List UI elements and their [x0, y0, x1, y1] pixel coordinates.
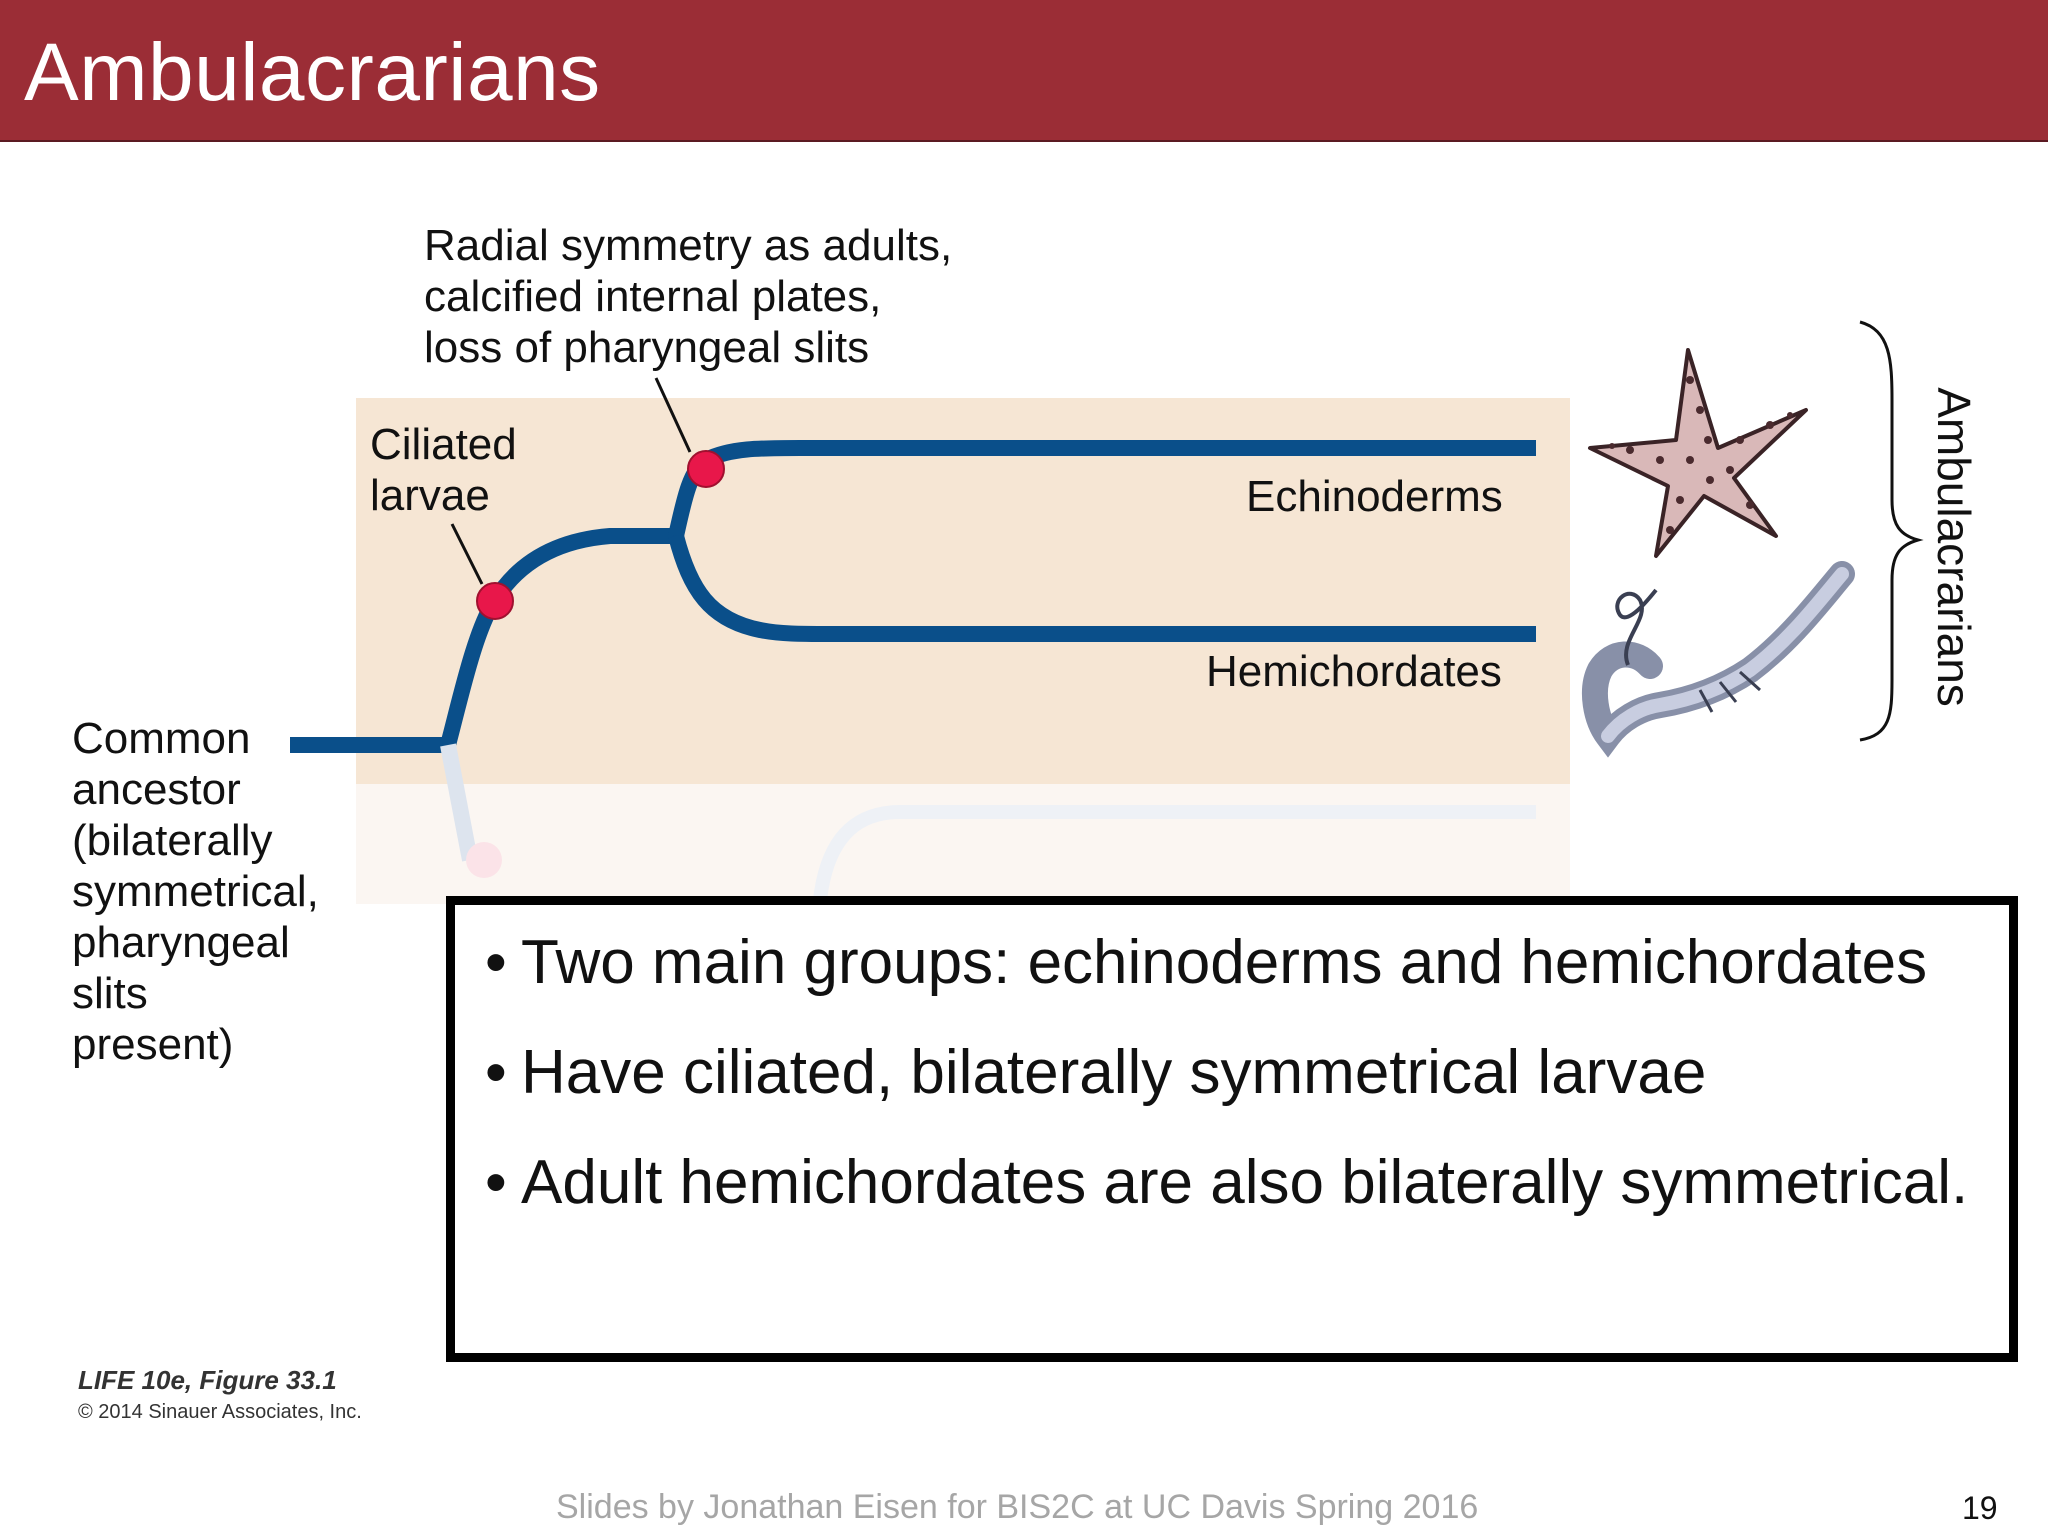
slide-footer: Slides by Jonathan Eisen for BIS2C at UC…: [556, 1488, 1479, 1526]
clade-panel: [356, 398, 1570, 784]
ciliated-pointer: [450, 523, 484, 585]
ciliated-larvae-label: Ciliated larvae: [370, 420, 517, 520]
title-bar: Ambulacrarians: [0, 0, 2048, 142]
hemichordates-label: Hemichordates: [1206, 647, 1502, 696]
bullet-text: Have ciliated, bilaterally symmetrical l…: [521, 1038, 1707, 1107]
copyright-line: © 2014 Sinauer Associates, Inc.: [78, 1401, 362, 1423]
radial-symmetry-node: [687, 450, 725, 488]
bullet-dot-icon: •: [485, 1038, 507, 1107]
faded-stem: [440, 743, 478, 862]
page-number: 19: [1962, 1490, 1998, 1526]
figure-credit: LIFE 10e, Figure 33.1 © 2014 Sinauer Ass…: [78, 1364, 362, 1428]
common-ancestor-label: Common ancestor (bilaterally symmetrical…: [72, 714, 319, 1069]
slide-title: Ambulacrarians: [24, 27, 601, 118]
bullet-item: •Adult hemichordates are also bilaterall…: [485, 1145, 1989, 1221]
ambulacrarians-group-label: Ambulacrarians: [1928, 387, 1980, 707]
figure-source: LIFE 10e, Figure 33.1: [78, 1365, 337, 1395]
acorn-worm-icon: [1581, 561, 1855, 758]
radial-pointer: [654, 377, 692, 453]
bullet-text: Two main groups: echinoderms and hemicho…: [521, 928, 1928, 997]
clade-brace: [1859, 320, 1924, 742]
radial-symmetry-label: Radial symmetry as adults, calcified int…: [424, 221, 953, 372]
bullet-dot-icon: •: [485, 928, 507, 997]
bullet-list: •Two main groups: echinoderms and hemich…: [455, 905, 2009, 1221]
bullet-text: Adult hemichordates are also bilaterally…: [521, 1148, 1969, 1217]
ciliated-larvae-node: [476, 582, 514, 620]
bullet-dot-icon: •: [485, 1148, 507, 1217]
faded-lancelet-branch: [813, 805, 1536, 901]
echinoderms-label: Echinoderms: [1246, 472, 1503, 521]
faded-region: [356, 784, 1570, 904]
bullet-item: •Two main groups: echinoderms and hemich…: [485, 925, 1989, 1001]
bullet-item: •Have ciliated, bilaterally symmetrical …: [485, 1035, 1989, 1111]
faded-node: [466, 842, 502, 878]
summary-callout: •Two main groups: echinoderms and hemich…: [446, 896, 2018, 1362]
starfish-icon: [1588, 348, 1808, 558]
hemichordate-branch: [668, 533, 1536, 642]
